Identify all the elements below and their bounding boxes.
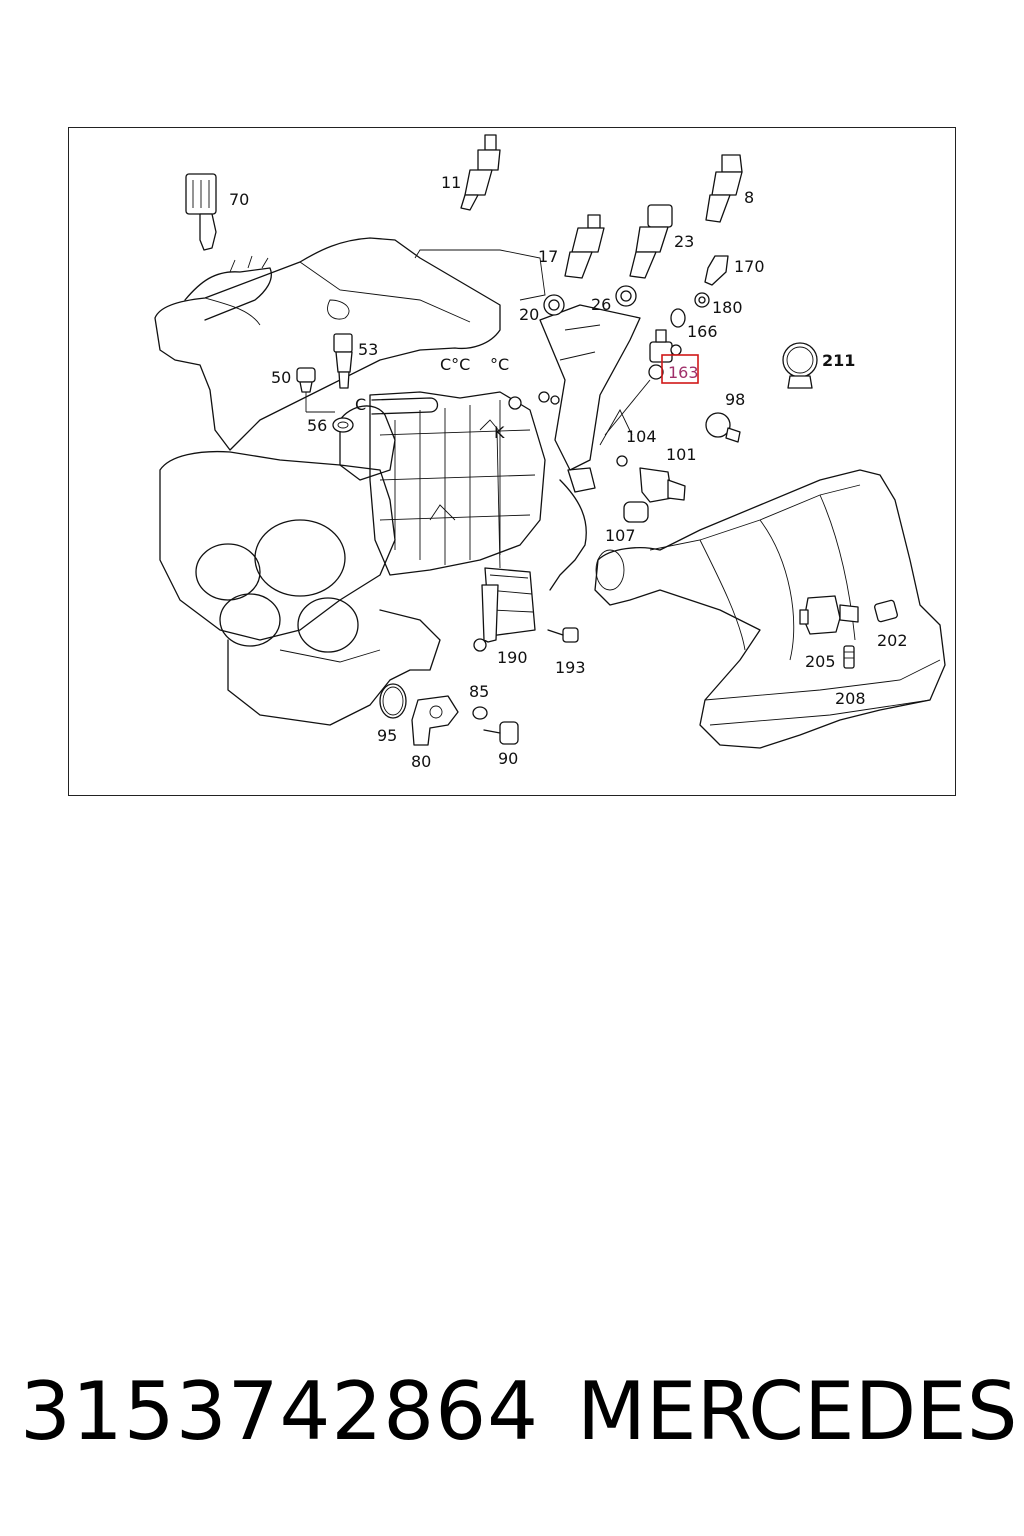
part-90-bolt: [483, 721, 519, 745]
callout-170: 170: [734, 257, 765, 276]
part-11-sensor: [460, 134, 501, 211]
part-17-sensor: [564, 214, 605, 279]
part-180-washer: [694, 292, 710, 308]
part-53-switch: [333, 333, 353, 389]
callout-26: 26: [591, 295, 611, 314]
callout-labels: 70 11 8 17 23 170 20 26 180 166 53 163 2…: [229, 173, 908, 771]
callout-70: 70: [229, 190, 249, 209]
engine-block-illustration: C°C °C C K: [154, 237, 641, 726]
callout-166: 166: [687, 322, 718, 341]
part-56-seal: [332, 417, 354, 433]
part-95-oring: [379, 683, 407, 719]
part-101-sensor: [616, 455, 686, 503]
svg-text:K: K: [494, 423, 505, 442]
callout-104: 104: [626, 427, 657, 446]
part-107-plug: [623, 501, 649, 523]
svg-text:°C: °C: [490, 355, 509, 374]
svg-text:C°C: C°C: [440, 355, 470, 374]
callout-20: 20: [519, 305, 539, 324]
highlight-box-163: [661, 354, 699, 384]
callout-193: 193: [555, 658, 586, 677]
callout-53: 53: [358, 340, 378, 359]
part-170-fitting: [704, 255, 729, 286]
callout-85: 85: [469, 682, 489, 701]
callout-17: 17: [538, 247, 558, 266]
part-70-connector: [185, 173, 217, 251]
callout-98: 98: [725, 390, 745, 409]
footer: 3153742864 MERCEDES: [0, 1365, 1024, 1475]
part-23-sensor: [629, 204, 673, 279]
callout-95: 95: [377, 726, 397, 745]
callout-56: 56: [307, 416, 327, 435]
part-20-seal-ring: [543, 294, 565, 316]
part-208-fitting: [843, 645, 855, 669]
callout-50: 50: [271, 368, 291, 387]
part-202-cap: [874, 599, 898, 623]
callout-101: 101: [666, 445, 697, 464]
part-98-sensor: [705, 412, 741, 443]
callout-80: 80: [411, 752, 431, 771]
intake-manifold-illustration: [594, 469, 946, 749]
part-50-plug: [296, 367, 335, 413]
part-85-washer: [472, 706, 488, 720]
callout-23: 23: [674, 232, 694, 251]
part-80-housing: [411, 695, 459, 746]
callout-208: 208: [835, 689, 866, 708]
callout-190: 190: [497, 648, 528, 667]
callout-180: 180: [712, 298, 743, 317]
part-163-valve: [604, 329, 682, 436]
part-211-clamp: [782, 342, 818, 389]
callout-202: 202: [877, 631, 908, 650]
callout-205: 205: [805, 652, 836, 671]
part-190-relay: [473, 429, 536, 652]
callout-211: 211: [822, 351, 855, 370]
svg-text:C: C: [355, 395, 366, 414]
brand-name: MERCEDES: [577, 1365, 1018, 1458]
callout-8: 8: [744, 188, 754, 207]
part-166-oring: [670, 308, 686, 328]
part-8-sensor: [705, 154, 743, 223]
part-104-bracket: [599, 409, 633, 446]
callout-11: 11: [441, 173, 461, 192]
part-193-bolt: [547, 627, 579, 643]
callout-163: 163: [668, 363, 699, 382]
callout-107: 107: [605, 526, 636, 545]
part-205-valve: [799, 595, 859, 635]
diagram-frame: [68, 127, 956, 796]
callout-90: 90: [498, 749, 518, 768]
part-number: 3153742864: [20, 1365, 539, 1458]
part-26-seal-ring: [615, 285, 637, 307]
